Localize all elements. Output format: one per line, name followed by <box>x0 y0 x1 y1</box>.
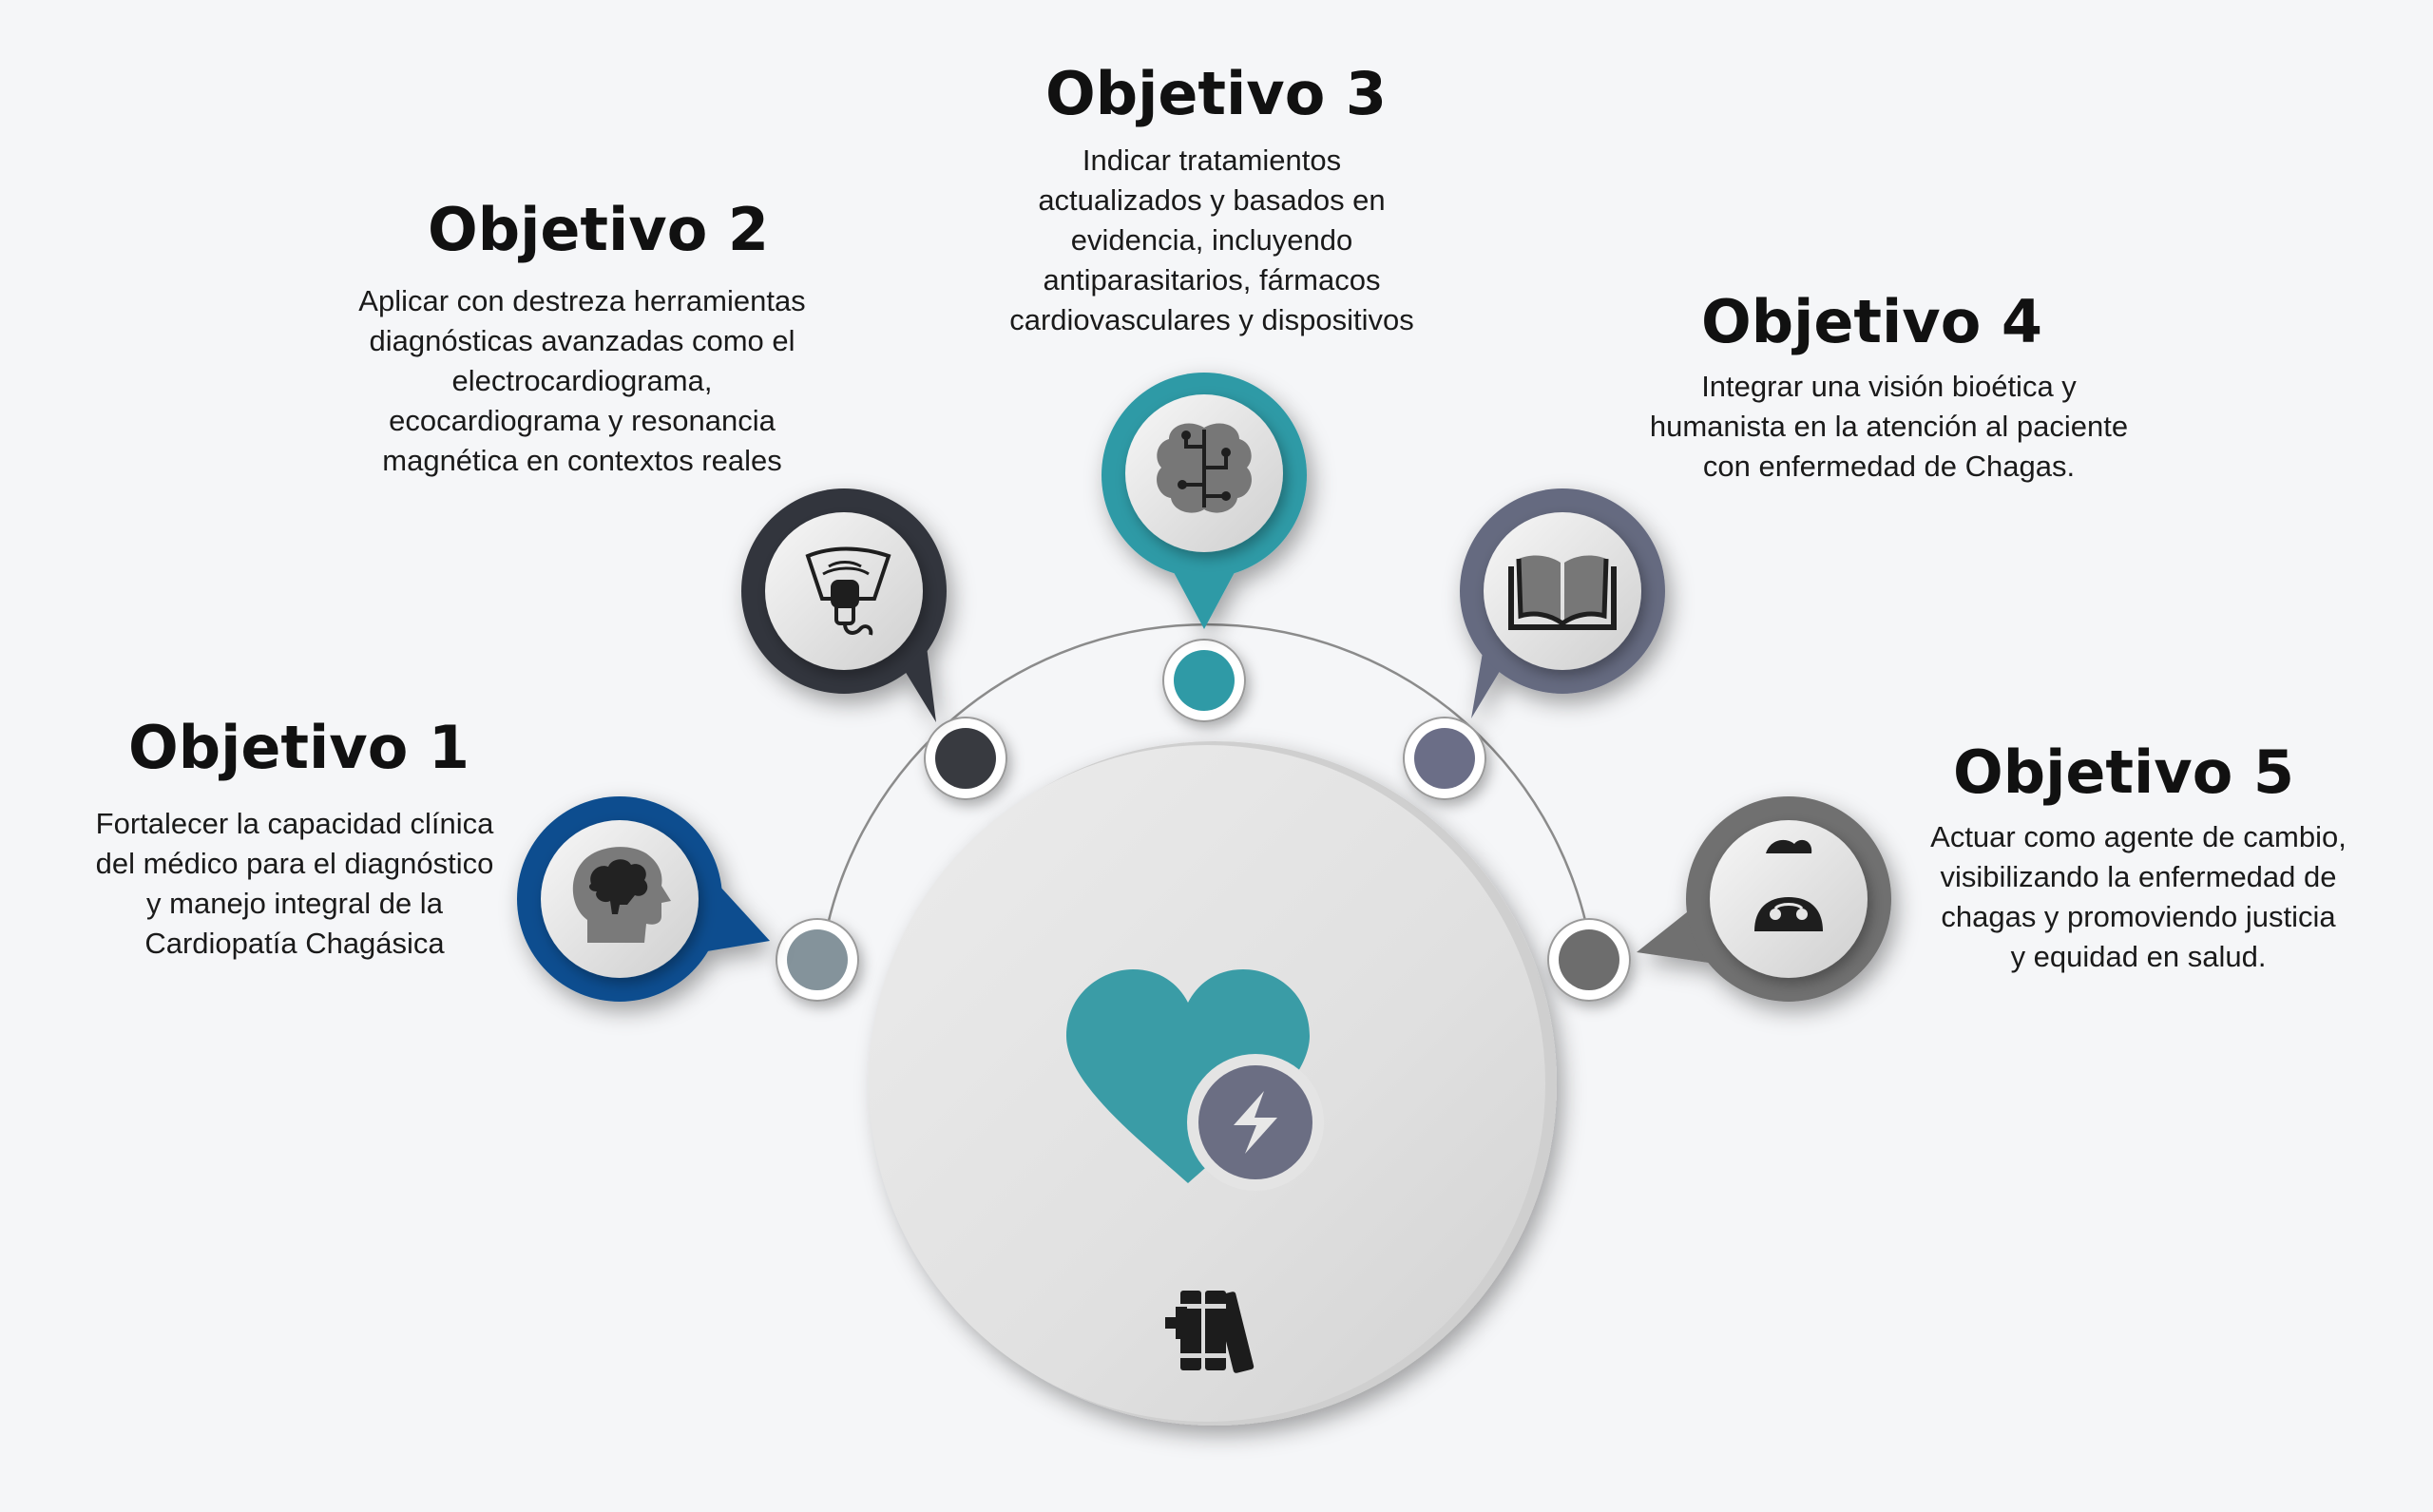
medical-books-icon <box>1165 1291 1255 1373</box>
objective-description: Integrar una visión bioética y humanista… <box>1616 367 2162 487</box>
objective-description: Indicar tratamientos actualizados y basa… <box>960 141 1464 340</box>
arc-node-4 <box>1403 717 1486 800</box>
objective-title: Objetivo 3 <box>1045 59 1388 128</box>
description-line: Indicar tratamientos <box>1082 144 1342 177</box>
pin-objetivo-3 <box>1102 373 1307 629</box>
ultrasound-probe-icon <box>805 546 891 636</box>
description-line: Aplicar con destreza herramientas <box>358 284 806 317</box>
brain-circuit-icon <box>1157 423 1252 513</box>
arc-node-3 <box>1162 639 1246 722</box>
description-line: magnética en contextos reales <box>382 444 782 477</box>
objective-description: Actuar como agente de cambio, visibiliza… <box>1901 817 2376 977</box>
description-line: visibilizando la enfermedad de <box>1940 860 2337 893</box>
lightning-icon <box>1234 1091 1277 1154</box>
objective-title: Objetivo 5 <box>1953 737 2295 807</box>
description-line: ecocardiograma y resonancia <box>389 404 776 437</box>
pin-objetivo-5 <box>1637 796 1891 1002</box>
description-line: chagas y promoviendo justicia <box>1941 900 2336 933</box>
description-line: Integrar una visión bioética y <box>1701 370 2077 403</box>
description-line: antiparasitarios, fármacos <box>1043 263 1381 297</box>
description-line: actualizados y basados en <box>1038 183 1386 217</box>
doctor-icon <box>1754 839 1823 931</box>
description-line: Actuar como agente de cambio, <box>1930 820 2347 853</box>
description-line: y equidad en salud. <box>2010 940 2267 973</box>
objective-title: Objetivo 2 <box>428 195 770 264</box>
objective-title: Objetivo 1 <box>128 713 470 782</box>
heart-lightning-icon <box>1066 969 1324 1191</box>
description-line: cardiovasculares y dispositivos <box>1009 303 1414 336</box>
objective-title: Objetivo 4 <box>1701 287 2043 356</box>
connector-arc <box>819 622 1595 961</box>
arc-node-2 <box>924 717 1007 800</box>
arc-node-5 <box>1547 918 1631 1002</box>
pin-objetivo-4 <box>1460 488 1665 718</box>
objective-description: Fortalecer la capacidad clínica del médi… <box>57 804 532 964</box>
description-line: con enfermedad de Chagas. <box>1702 450 2076 483</box>
description-line: Fortalecer la capacidad clínica <box>95 807 494 840</box>
description-line: y manejo integral de la <box>146 887 443 920</box>
arc-node-1 <box>776 918 859 1002</box>
open-book-icon <box>1508 555 1617 630</box>
pin-objetivo-2 <box>741 488 947 722</box>
objective-description: Aplicar con destreza herramientas diagnó… <box>333 281 832 481</box>
description-line: del médico para el diagnóstico <box>95 847 494 880</box>
description-line: Cardiopatía Chagásica <box>144 927 445 960</box>
pin-objetivo-1 <box>517 796 770 1002</box>
description-line: evidencia, incluyendo <box>1070 223 1353 257</box>
description-line: electrocardiograma, <box>451 364 713 397</box>
description-line: diagnósticas avanzadas como el <box>369 324 795 357</box>
description-line: humanista en la atención al paciente <box>1649 410 2129 443</box>
head-brain-icon <box>572 847 671 943</box>
